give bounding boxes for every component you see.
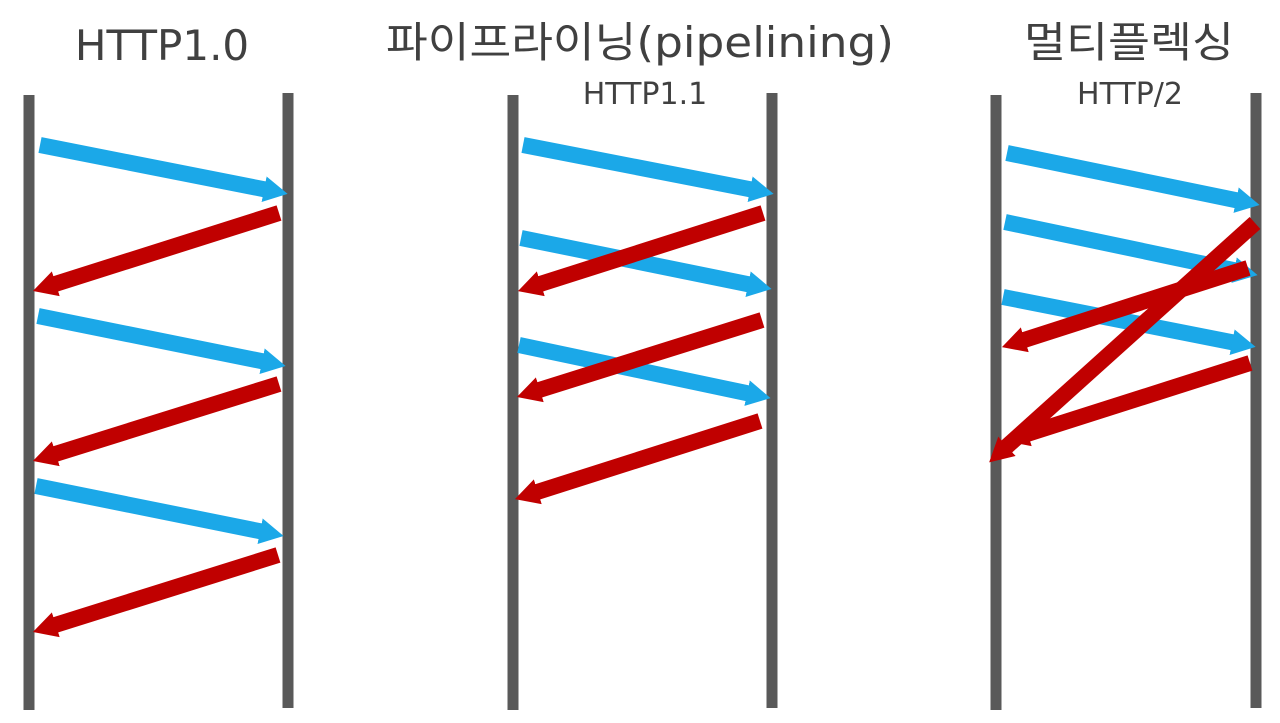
request-arrow <box>38 137 288 202</box>
request-arrow <box>34 478 284 544</box>
panel-subtitle-pipelining: HTTP1.1 <box>583 77 707 112</box>
panel-multiplexing: 멀티플렉싱 HTTP/2 <box>989 18 1262 710</box>
request-arrow <box>1005 145 1260 213</box>
panel-title-multiplexing: 멀티플렉싱 <box>1024 18 1234 67</box>
request-arrow <box>36 308 286 374</box>
panel-title-pipelining: 파이프라이닝(pipelining) <box>386 18 894 67</box>
response-arrow <box>32 205 282 297</box>
response-arrow <box>1004 355 1253 447</box>
request-arrow <box>1001 289 1256 355</box>
response-arrow <box>517 205 766 297</box>
response-arrow <box>989 217 1261 463</box>
panel-http10: HTTP1.0 <box>23 21 294 710</box>
response-arrow <box>1001 260 1251 353</box>
response-arrow <box>516 312 765 403</box>
panel-subtitle-multiplexing: HTTP/2 <box>1077 77 1183 112</box>
response-arrow <box>32 547 281 638</box>
panel-pipelining: 파이프라이닝(pipelining) HTTP1.1 <box>386 18 894 710</box>
panel-title-http10: HTTP1.0 <box>75 21 249 70</box>
response-arrow <box>514 413 763 505</box>
request-arrow <box>521 137 774 202</box>
response-arrow <box>32 376 282 467</box>
request-arrow <box>517 337 771 406</box>
